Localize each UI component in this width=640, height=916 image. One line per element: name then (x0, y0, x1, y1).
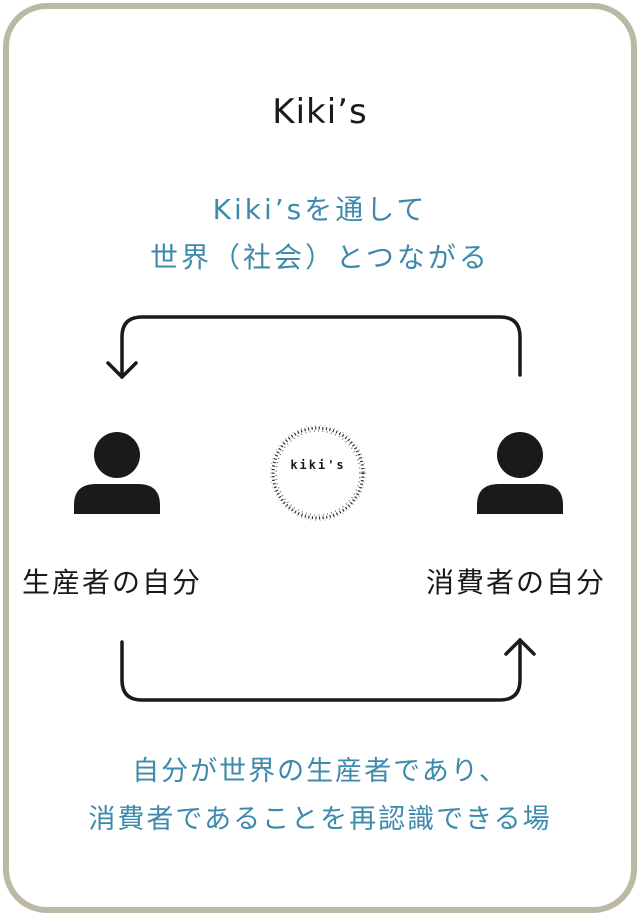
bottom-arrowhead (504, 638, 536, 656)
caption-line-2: 消費者であることを再認識できる場 (88, 804, 552, 835)
top-arrowhead (106, 361, 138, 379)
person-icon (74, 432, 160, 514)
logo-circle (270, 425, 366, 521)
logo-text: kiki's (290, 458, 346, 472)
person-icon (477, 432, 563, 514)
bottom-arrow (120, 638, 522, 702)
subtitle-line-1: Kiki’sを通して (212, 193, 428, 226)
top-arrow (120, 315, 522, 379)
caption-line-1: 自分が世界の生産者であり、 (132, 756, 508, 787)
subtitle-line-2: 世界（社会）とつながる (150, 241, 490, 274)
consumer-label: 消費者の自分 (426, 566, 607, 599)
producer-label: 生産者の自分 (22, 566, 203, 599)
page-title: Kiki’s (272, 92, 368, 132)
